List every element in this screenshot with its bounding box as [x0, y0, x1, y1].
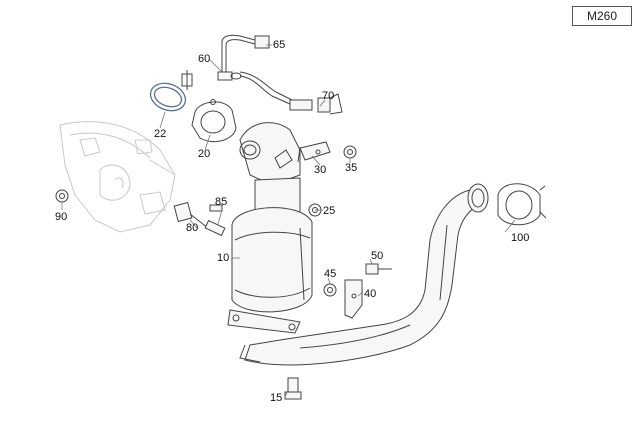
catalytic-converter[interactable]	[227, 122, 313, 334]
part-label-45[interactable]: 45	[324, 268, 337, 280]
part-label-80[interactable]: 80	[186, 222, 199, 234]
part-label-25[interactable]: 25	[323, 205, 336, 217]
part-label-65[interactable]: 65	[273, 39, 286, 51]
nut-35[interactable]	[343, 145, 357, 159]
part-label-35[interactable]: 35	[345, 162, 358, 174]
bolt-50[interactable]	[365, 263, 392, 275]
model-code-box: M260	[572, 6, 632, 26]
bracket-40[interactable]	[344, 279, 363, 319]
part-label-10[interactable]: 10	[217, 252, 230, 264]
temperature-sensor[interactable]	[173, 201, 226, 237]
leader-lines	[61, 44, 516, 398]
exhaust-pipe[interactable]	[239, 183, 489, 366]
part-label-30[interactable]: 30	[314, 164, 327, 176]
part-label-100[interactable]: 100	[511, 232, 530, 244]
part-label-90[interactable]: 90	[55, 211, 68, 223]
gasket-20[interactable]	[191, 99, 237, 143]
nut-45[interactable]	[323, 283, 337, 297]
part-label-20[interactable]: 20	[198, 148, 211, 160]
part-label-85[interactable]: 85	[215, 196, 228, 208]
part-label-22[interactable]: 22	[154, 128, 167, 140]
gasket-100[interactable]	[497, 183, 547, 226]
bracket-30[interactable]	[297, 141, 331, 163]
v-band-clamp[interactable]	[147, 70, 193, 115]
part-label-50[interactable]: 50	[371, 250, 384, 262]
part-label-60[interactable]: 60	[198, 53, 211, 65]
part-label-15[interactable]: 15	[270, 392, 283, 404]
bolt-90[interactable]	[55, 189, 69, 203]
part-label-70[interactable]: 70	[322, 90, 335, 102]
part-label-40[interactable]: 40	[364, 288, 377, 300]
exhaust-manifold-ghost	[59, 121, 176, 233]
bolt-15[interactable]	[284, 377, 302, 400]
oxygen-sensor-harness[interactable]	[217, 34, 343, 115]
